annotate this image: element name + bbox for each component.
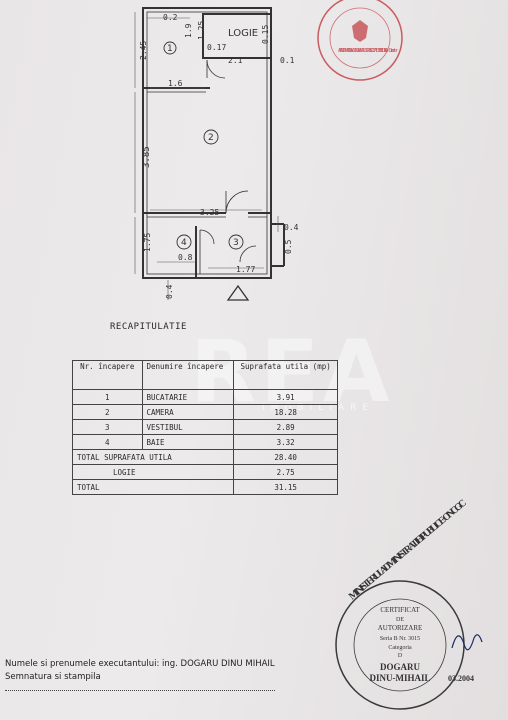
stamp-line: Categoria bbox=[388, 645, 412, 651]
table-row: 1 BUCATARIE 3.91 bbox=[72, 389, 338, 405]
logia-outline bbox=[202, 13, 272, 59]
dim-label: 0.4 bbox=[284, 223, 299, 232]
dim-label: 2.45 bbox=[139, 41, 148, 60]
cell-name: BUCATARIE bbox=[141, 389, 235, 405]
signature-icon bbox=[451, 634, 483, 651]
logie-label: LOGIE bbox=[71, 464, 235, 480]
header-name: Denumire încapere bbox=[141, 360, 235, 390]
signature-label: Semnatura si stampila bbox=[5, 672, 101, 682]
stamp-line: DINU-MIHAIL bbox=[369, 673, 430, 683]
dim-label: 0.5 bbox=[284, 239, 293, 254]
logie-value: 2.75 bbox=[233, 464, 338, 480]
header-nr: Nr. încapere bbox=[72, 360, 143, 390]
dim-label: 3.25 bbox=[200, 208, 219, 217]
stamp-line: DE bbox=[396, 617, 404, 623]
total-label: TOTAL bbox=[71, 479, 235, 495]
signature-line bbox=[5, 690, 275, 691]
dim-label: 0.4 bbox=[165, 284, 174, 299]
dim-label: 0.15 bbox=[261, 25, 270, 44]
stamp-line: CERTIFICAT bbox=[380, 606, 420, 614]
dim-label: 0.1 bbox=[280, 56, 295, 65]
stamp-line: D bbox=[398, 653, 403, 659]
stamp-ring-text: MINISTERUL ADMINISTRATIEI PUBLICE · ONCG… bbox=[347, 497, 469, 602]
table-header-row: Nr. încapere Denumire încapere Suprafata… bbox=[72, 360, 338, 390]
apartment-outline bbox=[142, 7, 272, 279]
stamp-line: AUTORIZARE bbox=[378, 624, 423, 632]
cell-area: 2.89 bbox=[233, 419, 338, 435]
cell-nr: 1 bbox=[72, 389, 143, 405]
table-row: 2 CAMERA 18.28 bbox=[72, 404, 338, 420]
logia-label: LOGIE bbox=[228, 28, 258, 39]
total-value: 31.15 bbox=[233, 479, 338, 495]
stamp-text: AGENTIA NATIONALA DE CADASTRU SI PUBLICI… bbox=[338, 48, 398, 54]
room-number-1: 1 bbox=[167, 44, 173, 54]
cell-name: CAMERA bbox=[141, 404, 235, 420]
room-number-3: 3 bbox=[233, 238, 239, 248]
room-number-2: 2 bbox=[208, 133, 214, 143]
cell-name: BAIE bbox=[141, 434, 235, 450]
recap-title: RECAPITULATIE bbox=[110, 322, 187, 332]
stamp-line: DOGARU bbox=[380, 662, 420, 672]
dim-label: 1.25 bbox=[197, 21, 206, 40]
dim-label: 1.75 bbox=[143, 233, 152, 252]
executor-name: Numele si prenumele executantului: ing. … bbox=[5, 659, 275, 669]
cell-name: VESTIBUL bbox=[141, 419, 235, 435]
table-row: 3 VESTIBUL 2.89 bbox=[72, 419, 338, 435]
dim-label: 0.8 bbox=[178, 253, 193, 262]
dim-label: 0.2 bbox=[163, 13, 178, 22]
dim-label: 1.77 bbox=[236, 265, 255, 274]
cadastre-stamp: AGENTIA NATIONALA DE CADASTRU SI PUBLICI… bbox=[317, 0, 403, 81]
total-row: TOTAL 31.15 bbox=[71, 479, 338, 495]
coat-of-arms-icon bbox=[352, 20, 368, 42]
entrance-arrow-icon bbox=[226, 284, 250, 301]
dim-label: 3.85 bbox=[142, 146, 152, 168]
authorization-stamp: CERTIFICAT DE AUTORIZARE Seria B Nr. 301… bbox=[335, 497, 483, 710]
dim-label: 0.17 bbox=[207, 43, 226, 52]
stamp-date: 03.2004 bbox=[448, 674, 474, 683]
header-area: Suprafata utila (mp) bbox=[233, 360, 338, 390]
cell-nr: 3 bbox=[72, 419, 143, 435]
stamp-line: Seria B Nr. 3015 bbox=[380, 636, 420, 642]
dim-label: 1.9 bbox=[184, 23, 193, 38]
cell-nr: 2 bbox=[72, 404, 143, 420]
recap-table: Nr. încapere Denumire încapere Suprafata… bbox=[71, 360, 338, 495]
cell-area: 3.32 bbox=[233, 434, 338, 450]
cell-area: 18.28 bbox=[233, 404, 338, 420]
dim-label: 1.6 bbox=[168, 79, 183, 88]
table-row: 4 BAIE 3.32 bbox=[72, 434, 338, 450]
total-util-row: TOTAL SUPRAFATA UTILA 28.40 bbox=[71, 449, 338, 465]
room-number-4: 4 bbox=[181, 238, 187, 248]
logie-row: LOGIE 2.75 bbox=[71, 464, 338, 480]
cell-area: 3.91 bbox=[233, 389, 338, 405]
total-util-value: 28.40 bbox=[233, 449, 338, 465]
cell-nr: 4 bbox=[72, 434, 143, 450]
total-util-label: TOTAL SUPRAFATA UTILA bbox=[71, 449, 235, 465]
dim-label: 2.1 bbox=[228, 56, 243, 65]
